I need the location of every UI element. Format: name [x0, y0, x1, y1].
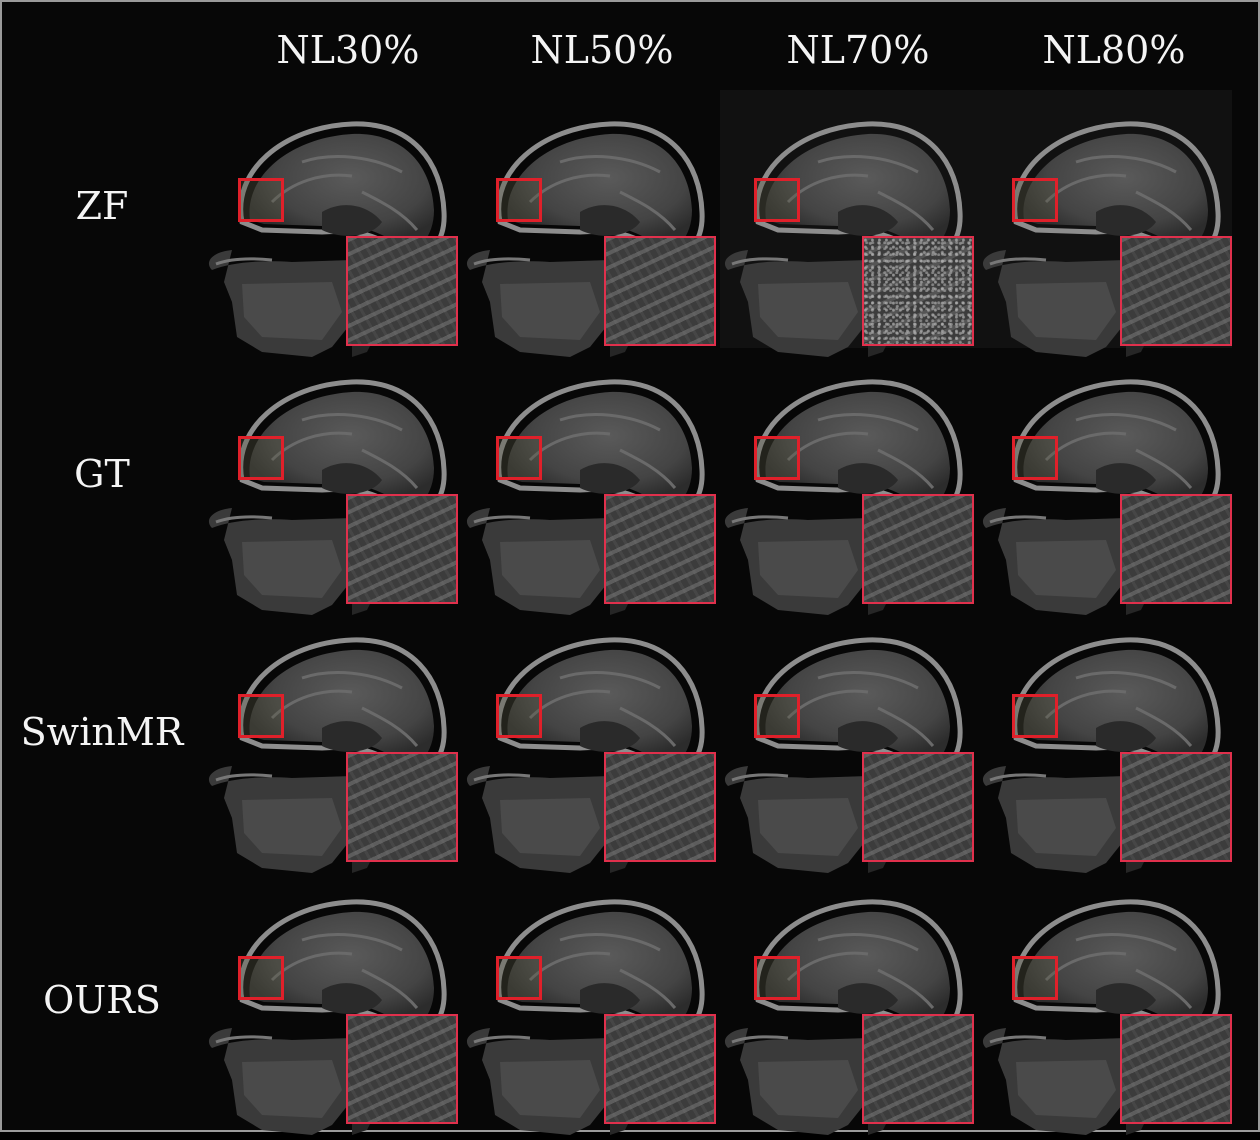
zoomed-inset — [346, 752, 458, 862]
zoomed-inset — [1120, 494, 1232, 604]
roi-box — [1012, 436, 1058, 480]
zoomed-inset — [1120, 752, 1232, 862]
roi-box — [754, 436, 800, 480]
mri-slice-ours-nl70 — [718, 890, 978, 1140]
mri-slice-gt-nl30 — [202, 370, 462, 620]
zoomed-inset — [862, 1014, 974, 1124]
column-label-nl80: NL80% — [1042, 28, 1186, 72]
mri-slice-zf-nl80 — [976, 112, 1236, 362]
mri-slice-zf-nl50 — [460, 112, 720, 362]
roi-box — [238, 956, 284, 1000]
roi-box — [496, 436, 542, 480]
mri-slice-gt-nl50 — [460, 370, 720, 620]
mri-slice-gt-nl70 — [718, 370, 978, 620]
row-label-gt: GT — [74, 452, 130, 496]
roi-box — [754, 178, 800, 222]
row-label-zf: ZF — [75, 184, 129, 228]
zoomed-inset — [346, 1014, 458, 1124]
roi-box — [238, 436, 284, 480]
mri-slice-ours-nl50 — [460, 890, 720, 1140]
zoomed-inset — [604, 494, 716, 604]
zoomed-inset — [1120, 1014, 1232, 1124]
roi-box — [496, 956, 542, 1000]
roi-box — [496, 694, 542, 738]
mri-slice-swinmr-nl70 — [718, 628, 978, 878]
column-label-nl70: NL70% — [786, 28, 930, 72]
roi-box — [238, 694, 284, 738]
zoomed-inset — [604, 1014, 716, 1124]
roi-box — [754, 694, 800, 738]
roi-box — [1012, 956, 1058, 1000]
roi-box — [754, 956, 800, 1000]
zoomed-inset — [346, 236, 458, 346]
row-label-swinmr: SwinMR — [20, 710, 184, 754]
column-label-nl30: NL30% — [276, 28, 420, 72]
roi-box — [496, 178, 542, 222]
roi-box — [1012, 694, 1058, 738]
roi-box — [1012, 178, 1058, 222]
mri-slice-zf-nl30 — [202, 112, 462, 362]
zoomed-inset — [862, 236, 974, 346]
zoomed-inset — [604, 752, 716, 862]
mri-slice-swinmr-nl30 — [202, 628, 462, 878]
mri-slice-swinmr-nl50 — [460, 628, 720, 878]
mri-slice-ours-nl30 — [202, 890, 462, 1140]
mri-slice-ours-nl80 — [976, 890, 1236, 1140]
column-label-nl50: NL50% — [530, 28, 674, 72]
row-label-ours: OURS — [43, 978, 161, 1022]
zoomed-inset — [1120, 236, 1232, 346]
mri-slice-gt-nl80 — [976, 370, 1236, 620]
zoomed-inset — [862, 752, 974, 862]
zoomed-inset — [346, 494, 458, 604]
mri-slice-zf-nl70 — [718, 112, 978, 362]
mri-slice-swinmr-nl80 — [976, 628, 1236, 878]
zoomed-inset — [862, 494, 974, 604]
zoomed-inset — [604, 236, 716, 346]
roi-box — [238, 178, 284, 222]
